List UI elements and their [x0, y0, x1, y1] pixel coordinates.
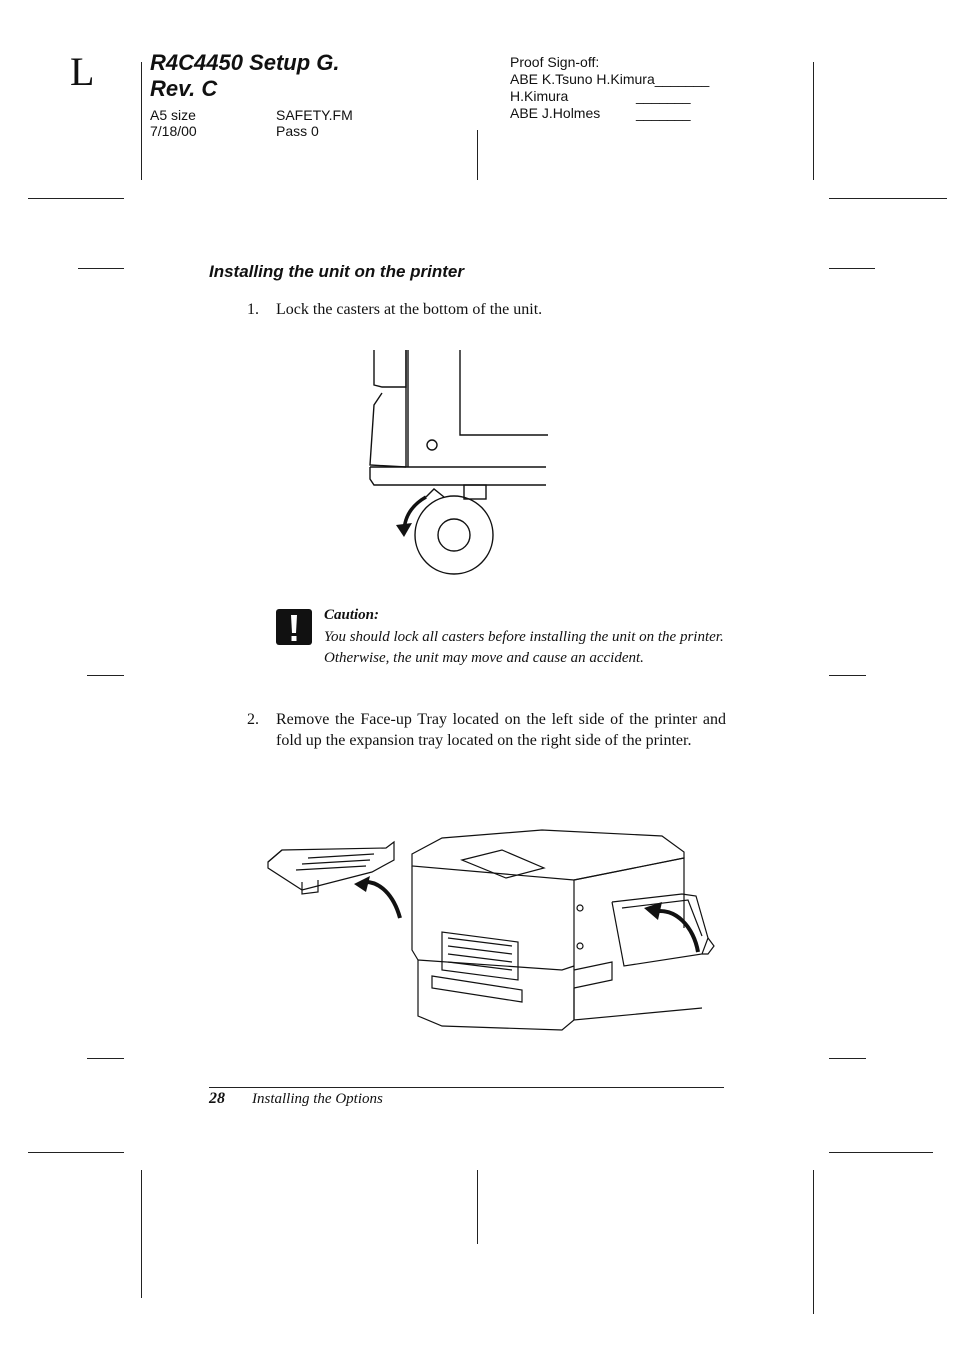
crop-mark	[87, 1058, 124, 1059]
caution-title: Caution:	[324, 607, 380, 623]
crop-mark	[829, 198, 947, 199]
file-name: SAFETY.FM	[276, 107, 353, 123]
expansion-tray	[611, 893, 715, 967]
corner-letter: L	[70, 49, 95, 94]
printer-body	[411, 829, 703, 1031]
pass-label: Pass 0	[276, 123, 319, 139]
caution-exclamation-icon	[276, 609, 312, 645]
paper-size: A5 size	[150, 107, 196, 123]
crop-mark	[78, 268, 124, 269]
page-number: 28	[209, 1090, 225, 1107]
doc-title-line1: R4C4450 Setup G.	[150, 50, 340, 75]
crop-mark	[813, 1170, 814, 1314]
proof-line-2: H.Kimura	[510, 88, 569, 104]
crop-mark	[477, 1170, 478, 1244]
doc-title-line2: Rev. C	[150, 76, 218, 101]
crop-mark	[829, 1152, 933, 1153]
face-up-tray	[267, 840, 395, 895]
crop-mark	[28, 1152, 124, 1153]
crop-mark	[829, 1058, 866, 1059]
section-heading: Installing the unit on the printer	[209, 262, 464, 281]
proof-line-1: ABE K.Tsuno H.Kimura_______	[510, 71, 710, 87]
crop-mark	[87, 675, 124, 676]
crop-mark	[477, 130, 478, 180]
footer-rule	[209, 1087, 724, 1088]
crop-mark	[829, 268, 875, 269]
step-1-number: 1.	[247, 301, 259, 318]
caster-lock-illustration	[369, 350, 548, 575]
proof-blank-2: _______	[636, 88, 691, 104]
step-2-text: Remove the Face-up Tray located on the l…	[276, 711, 726, 749]
step-1-text: Lock the casters at the bottom of the un…	[276, 301, 543, 318]
crop-mark	[141, 1170, 142, 1298]
crop-mark	[829, 675, 866, 676]
doc-date: 7/18/00	[150, 123, 197, 139]
step-2-number: 2.	[247, 711, 259, 728]
crop-mark	[141, 62, 142, 180]
proof-signoff-label: Proof Sign-off:	[510, 54, 600, 70]
caution-text: You should lock all casters before insta…	[324, 629, 724, 666]
crop-mark	[28, 198, 124, 199]
crop-mark	[813, 62, 814, 180]
footer-chapter: Installing the Options	[252, 1091, 383, 1107]
proof-line-3: ABE J.Holmes	[510, 105, 601, 121]
proof-blank-3: _______	[636, 105, 691, 121]
printer-tray-illustration	[267, 829, 715, 1031]
doc-title: R4C4450 Setup G. Rev. C	[150, 50, 340, 102]
